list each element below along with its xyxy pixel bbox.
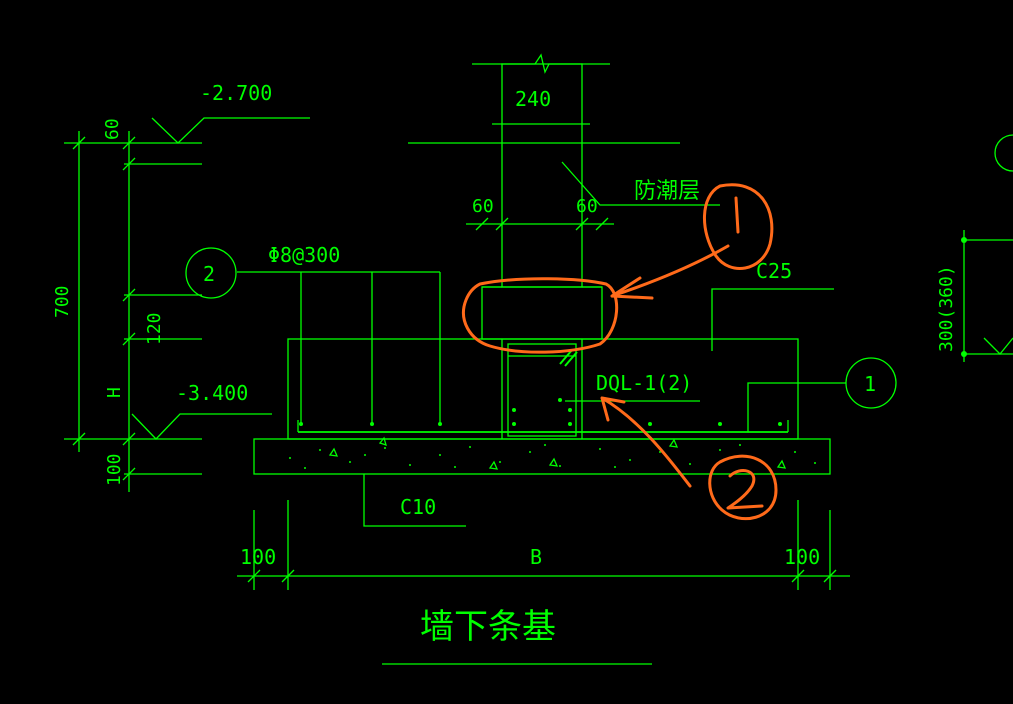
annotation-number-2-circle bbox=[708, 454, 778, 521]
c25-leader bbox=[711, 288, 834, 351]
drawing-title: 墙下条基 bbox=[420, 607, 556, 647]
c25-label: C25 bbox=[756, 259, 792, 283]
right-dim-label: 300(360) bbox=[936, 265, 957, 352]
elevation-marker-bottom: -3.400 bbox=[131, 381, 272, 440]
dim-700: 700 bbox=[52, 285, 73, 318]
rebar-label: Φ8@300 bbox=[268, 243, 340, 267]
callout-2: 2 bbox=[185, 247, 237, 299]
beam-top-mark bbox=[559, 349, 578, 367]
dim-60-a: 60 bbox=[472, 196, 494, 217]
elevation-top-label: -2.700 bbox=[200, 81, 272, 105]
callout-1-leader bbox=[747, 382, 846, 432]
svg-text:1: 1 bbox=[864, 372, 876, 396]
beam-label: DQL-1(2) bbox=[596, 371, 692, 395]
c10-bedding bbox=[253, 436, 831, 475]
dim-100-left: 100 bbox=[104, 453, 125, 486]
svg-text:2: 2 bbox=[203, 262, 215, 286]
annotation-arrow-2 bbox=[600, 396, 692, 488]
elevation-bottom-label: -3.400 bbox=[176, 381, 248, 405]
right-partial-detail: 300(360) bbox=[936, 134, 1013, 362]
reference-lines bbox=[64, 142, 680, 475]
annotation-number-1-digit bbox=[734, 196, 740, 234]
dim-60-b: 60 bbox=[576, 196, 598, 217]
dim-120: 120 bbox=[144, 312, 165, 345]
annotation-number-2-digit bbox=[726, 469, 764, 510]
dim-B: B bbox=[530, 545, 542, 569]
elevation-marker-top: -2.700 bbox=[151, 81, 310, 144]
dim-100-a: 100 bbox=[240, 545, 276, 569]
ticks-60 bbox=[475, 217, 609, 231]
dim-100-b: 100 bbox=[784, 545, 820, 569]
orange-annotations bbox=[462, 183, 778, 521]
left-dimensions: 60 700 120 H 100 bbox=[52, 118, 165, 492]
c10-label: C10 bbox=[400, 495, 436, 519]
annotation-number-1-circle bbox=[703, 183, 774, 270]
callout-1: 1 bbox=[845, 357, 897, 409]
wall-width-label: 240 bbox=[515, 87, 551, 111]
damp-proof-leader bbox=[561, 161, 720, 206]
damp-proof-label: 防潮层 bbox=[634, 179, 700, 204]
annotation-ellipse bbox=[462, 277, 619, 354]
dim-H: H bbox=[104, 387, 125, 398]
foundation-slab bbox=[287, 338, 799, 440]
dim-60-left: 60 bbox=[102, 118, 123, 140]
annotation-arrow-1 bbox=[610, 244, 730, 300]
bottom-dimensions: 100 B 100 bbox=[237, 500, 850, 590]
rebar-leaders bbox=[237, 271, 441, 424]
c10-leader bbox=[363, 474, 466, 527]
